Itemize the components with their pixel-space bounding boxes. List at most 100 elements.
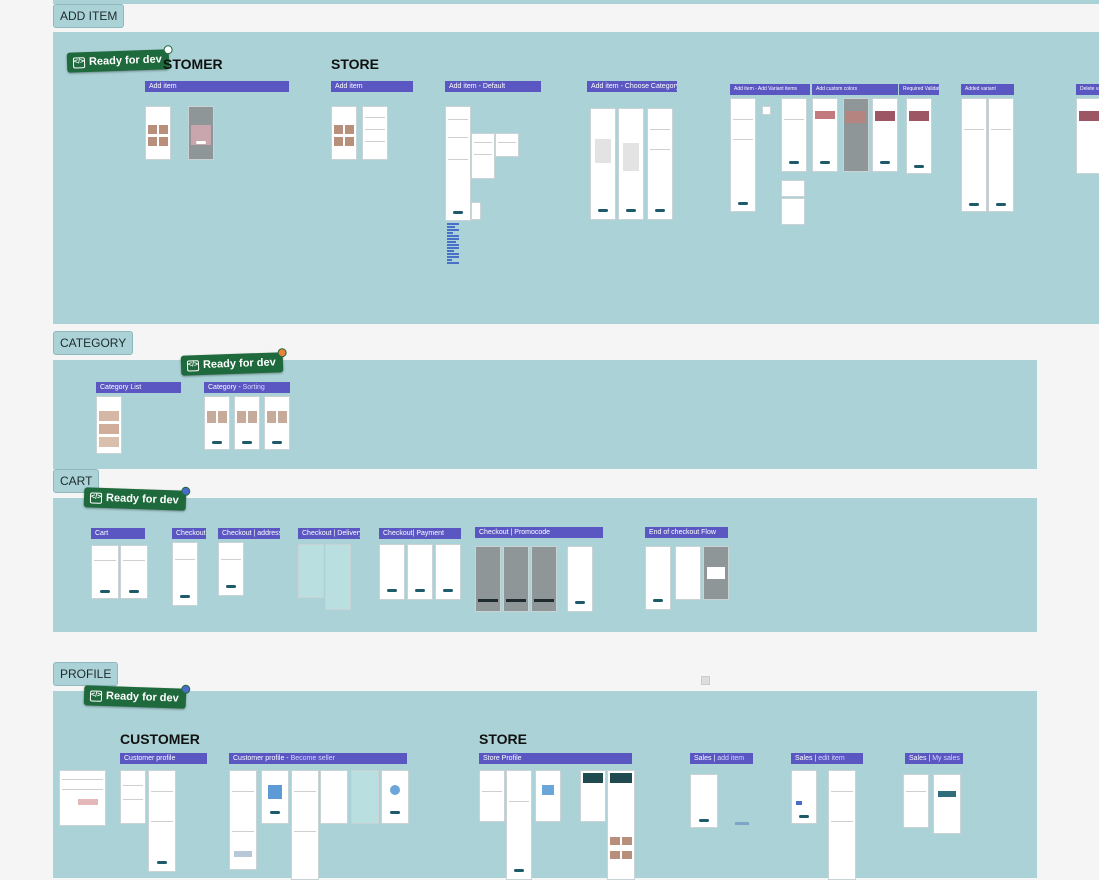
screen-thumbnail[interactable] xyxy=(234,396,260,450)
screen-thumbnail[interactable] xyxy=(903,774,929,828)
screen-thumbnail[interactable] xyxy=(812,98,838,172)
screen-thumbnail[interactable] xyxy=(961,98,987,212)
frame-title[interactable]: Checkout | Promocode xyxy=(475,527,603,538)
screen-thumbnail[interactable] xyxy=(843,98,869,172)
add-item-section xyxy=(53,32,1099,324)
screen-thumbnail[interactable] xyxy=(647,108,673,220)
screen-thumbnail[interactable] xyxy=(145,106,171,160)
screen-thumbnail[interactable] xyxy=(690,774,718,828)
ready-for-dev-badge[interactable]: </> Ready for dev xyxy=(83,684,191,709)
screen-thumbnail[interactable] xyxy=(988,98,1014,212)
frame-title[interactable]: Add item xyxy=(145,81,289,92)
frame-title[interactable]: Add item - Choose Category xyxy=(587,81,677,92)
screen-thumbnail[interactable] xyxy=(1076,98,1099,174)
screen-thumbnail[interactable] xyxy=(407,544,433,600)
frame-title[interactable]: Add item - Default xyxy=(445,81,541,92)
screen-thumbnail[interactable] xyxy=(471,133,495,179)
screen-thumbnail[interactable] xyxy=(188,106,214,160)
screen-thumbnail[interactable] xyxy=(325,544,351,610)
screen-thumbnail[interactable] xyxy=(218,542,244,596)
frame-title[interactable]: Category - Sorting xyxy=(204,382,290,393)
screen-thumbnail[interactable] xyxy=(580,770,606,822)
screen-thumbnail[interactable] xyxy=(59,770,106,826)
screen-thumbnail[interactable] xyxy=(495,133,519,157)
screen-thumbnail[interactable] xyxy=(351,770,379,824)
screen-thumbnail[interactable] xyxy=(471,202,481,220)
screen-thumbnail[interactable] xyxy=(730,98,756,212)
screen-thumbnail[interactable] xyxy=(96,396,122,454)
screen-thumbnail[interactable] xyxy=(535,770,561,822)
screen-thumbnail[interactable] xyxy=(567,546,593,612)
frame-title[interactable]: Sales | edit item xyxy=(791,753,863,764)
frame-title[interactable]: Customer profile xyxy=(120,753,207,764)
frame-title[interactable]: Store Profile xyxy=(479,753,632,764)
screen-thumbnail[interactable] xyxy=(675,546,701,600)
screen-thumbnail[interactable] xyxy=(781,98,807,172)
screen-thumbnail[interactable] xyxy=(229,770,257,870)
frame-title[interactable]: Checkout xyxy=(172,528,206,539)
screen-thumbnail[interactable] xyxy=(264,396,290,450)
section-label-add-item[interactable]: ADD ITEM xyxy=(53,4,125,28)
screen-thumbnail[interactable] xyxy=(261,770,289,824)
frame-title[interactable]: Customer profile - Become seller xyxy=(229,753,407,764)
screen-thumbnail[interactable] xyxy=(906,98,932,174)
frame-title[interactable]: Checkout | Delivery xyxy=(298,528,360,539)
screen-thumbnail[interactable] xyxy=(320,770,348,824)
screen-thumbnail[interactable] xyxy=(645,546,671,610)
frame-title[interactable]: Cart xyxy=(91,528,145,539)
screen-thumbnail[interactable] xyxy=(148,770,176,872)
screen-thumbnail[interactable] xyxy=(120,545,148,599)
section-label-category[interactable]: CATEGORY xyxy=(53,331,134,355)
frame-title[interactable]: Category List xyxy=(96,382,181,393)
screen-thumbnail[interactable] xyxy=(503,546,529,612)
screen-thumbnail[interactable] xyxy=(781,198,805,225)
annotation-note xyxy=(735,822,749,825)
frame-title[interactable]: Checkout | address xyxy=(218,528,280,539)
code-icon: </> xyxy=(89,491,103,504)
ready-for-dev-badge[interactable]: </> Ready for dev xyxy=(83,486,191,511)
frame-title[interactable]: Add item - Add Variant items xyxy=(730,84,810,95)
screen-thumbnail[interactable] xyxy=(479,770,505,822)
screen-thumbnail[interactable] xyxy=(172,542,198,606)
badge-label: Ready for dev xyxy=(202,356,276,372)
screen-thumbnail[interactable] xyxy=(204,396,230,450)
ready-for-dev-badge[interactable]: </> Ready for dev xyxy=(180,348,287,376)
screen-thumbnail[interactable] xyxy=(445,106,471,221)
screen-thumbnail[interactable] xyxy=(506,770,532,880)
screen-thumbnail[interactable] xyxy=(828,770,856,880)
screen-thumbnail[interactable] xyxy=(379,544,405,600)
screen-thumbnail[interactable] xyxy=(331,106,357,160)
frame-title[interactable]: Required Validation xyxy=(899,84,939,95)
screen-thumbnail[interactable] xyxy=(781,180,805,197)
screen-thumbnail[interactable] xyxy=(435,544,461,600)
screen-thumbnail[interactable] xyxy=(762,106,771,115)
frame-title[interactable]: Added variant xyxy=(961,84,1014,95)
frame-title[interactable]: End of checkout Flow xyxy=(645,527,728,538)
frame-title[interactable]: Checkout| Payment xyxy=(379,528,461,539)
screen-thumbnail[interactable] xyxy=(618,108,644,220)
category-section xyxy=(53,360,1037,469)
screen-thumbnail[interactable] xyxy=(590,108,616,220)
section-label-cart[interactable]: CART xyxy=(53,469,100,493)
screen-thumbnail[interactable] xyxy=(703,546,729,600)
screen-thumbnail[interactable] xyxy=(91,545,119,599)
store-heading: STORE xyxy=(331,56,379,72)
screen-thumbnail[interactable] xyxy=(475,546,501,612)
screen-thumbnail[interactable] xyxy=(872,98,898,172)
frame-title[interactable]: Add item xyxy=(331,81,413,92)
screen-thumbnail[interactable] xyxy=(298,544,324,598)
frame-title[interactable]: Sales | My sales xyxy=(905,753,963,764)
screen-thumbnail[interactable] xyxy=(291,770,319,880)
frame-title[interactable]: Add custom colors xyxy=(812,84,898,95)
section-label-profile[interactable]: PROFILE xyxy=(53,662,119,686)
frame-title[interactable]: Sales | add item xyxy=(690,753,753,764)
screen-thumbnail[interactable] xyxy=(120,770,146,824)
screen-thumbnail[interactable] xyxy=(607,770,635,880)
screen-thumbnail[interactable] xyxy=(381,770,409,824)
screen-thumbnail[interactable] xyxy=(933,774,961,834)
screen-thumbnail[interactable] xyxy=(531,546,557,612)
screen-thumbnail[interactable] xyxy=(362,106,388,160)
ready-for-dev-badge[interactable]: </> Ready for dev xyxy=(66,45,173,73)
frame-title[interactable]: Delete var xyxy=(1076,84,1099,95)
screen-thumbnail[interactable] xyxy=(791,770,817,824)
